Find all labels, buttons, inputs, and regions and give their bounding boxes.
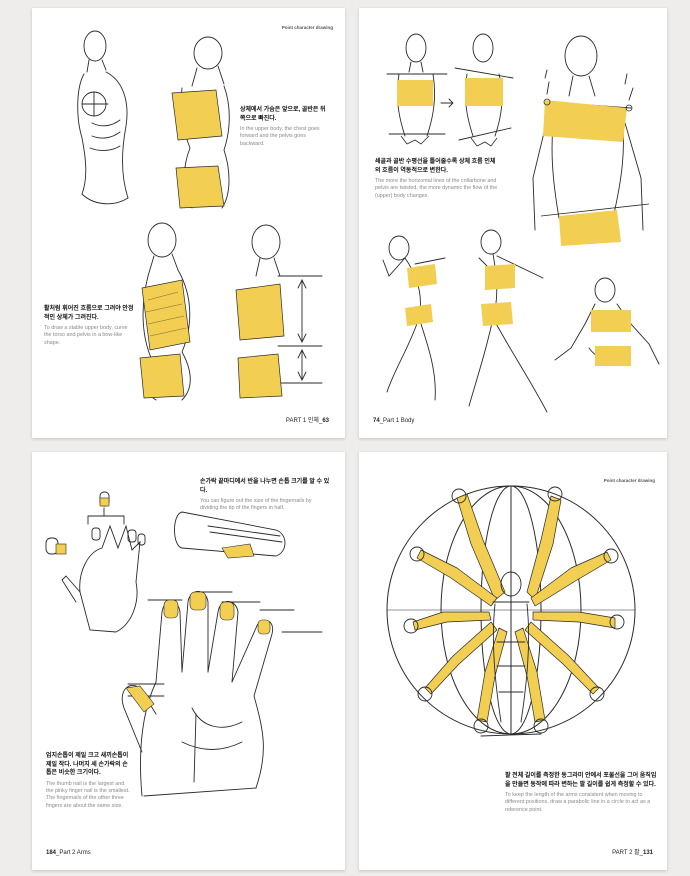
caption-fingernail-size: 손가락 끝마디에서 반을 나누면 손톱 크기를 알 수 있다. You can … <box>200 478 330 513</box>
page-folio: 74_Part 1 Body <box>373 418 415 424</box>
folio-label: PART 1 인체 <box>285 418 319 424</box>
book-page-torso: Point character drawing <box>32 8 345 438</box>
page-folio: 184_Part 2 Arms <box>46 850 91 856</box>
caption-korean: 상체에서 가슴은 앞으로, 골반은 뒤쪽으로 빠진다. <box>240 107 326 122</box>
torso-illustrations <box>77 30 323 401</box>
page-number: 131 <box>642 850 653 856</box>
page-number: 63 <box>322 418 329 424</box>
caption-bow-shape: 활처럼 휘어진 흐름으로 그려야 안정적인 상체가 그려진다. To draw … <box>44 305 136 347</box>
caption-arm-length: 팔 전체 길이를 측정한 동그라미 안에서 포물선을 그어 움직임을 만들면 동… <box>505 772 657 814</box>
caption-english: To draw a stable upper body, curve the t… <box>44 325 128 346</box>
caption-english: The thumb nail is the largest and the pi… <box>46 780 130 809</box>
caption-english: In the upper body, the chest goes forwar… <box>240 126 320 147</box>
page-number: 74 <box>373 418 380 424</box>
caption-korean: 팔 전체 길이를 측정한 동그라미 안에서 포물선을 그어 움직임을 만들면 동… <box>505 773 657 788</box>
book-page-arm-circle: Point character drawing <box>359 452 667 870</box>
caption-thumb-nail: 엄지손톱이 제일 크고 새끼손톱이 제일 작다. 나머지 세 손가락의 손톱은 … <box>46 752 132 810</box>
caption-korean: 쇄골과 골반 수평선을 틀어줄수록 상체 흐름 인체의 흐름이 역동적으로 변한… <box>375 159 496 174</box>
caption-english: You can figure out the size of the finge… <box>200 498 312 512</box>
page-number: 184 <box>46 850 57 856</box>
book-page-body-flow: 쇄골과 골반 수평선을 틀어줄수록 상체 흐름 인체의 흐름이 역동적으로 변한… <box>359 8 667 438</box>
book-page-hand: 손가락 끝마디에서 반을 나누면 손톱 크기를 알 수 있다. You can … <box>32 452 345 870</box>
arm-circle-illustration <box>386 485 636 737</box>
caption-korean: 엄지손톱이 제일 크고 새끼손톱이 제일 작다. 나머지 세 손가락의 손톱은 … <box>46 753 129 776</box>
page-folio: PART 1 인체_63 <box>285 418 329 424</box>
folio-label: PART 2 팔 <box>612 850 640 856</box>
page-folio: PART 2 팔_131 <box>612 850 653 856</box>
caption-english: The more the horizontal lines of the col… <box>375 178 498 199</box>
caption-korean: 활처럼 휘어진 흐름으로 그려야 안정적인 상체가 그려진다. <box>44 306 134 321</box>
caption-korean: 손가락 끝마디에서 반을 나누면 손톱 크기를 알 수 있다. <box>200 479 330 494</box>
page-header: Point character drawing <box>281 25 333 30</box>
body-flow-illustrations <box>382 33 660 413</box>
folio-label: Part 1 Body <box>383 418 415 424</box>
caption-chest-pelvis: 상체에서 가슴은 앞으로, 골반은 뒤쪽으로 빠진다. In the upper… <box>240 106 330 148</box>
caption-english: To keep the length of the arms consisten… <box>505 792 651 813</box>
page-header: Point character drawing <box>603 478 655 483</box>
folio-label: Part 2 Arms <box>59 850 91 856</box>
hand-illustrations <box>45 491 323 797</box>
caption-dynamic-flow: 쇄골과 골반 수평선을 틀어줄수록 상체 흐름 인체의 흐름이 역동적으로 변한… <box>375 158 499 200</box>
